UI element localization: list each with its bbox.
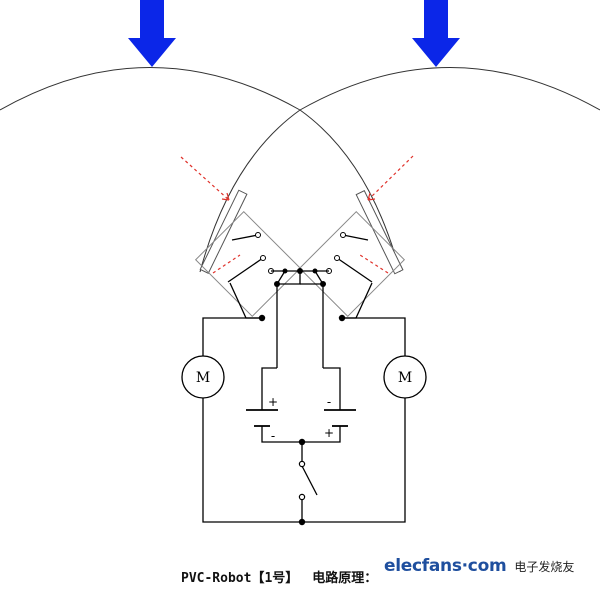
switch-contact-bottom <box>298 493 306 501</box>
main-switch <box>298 460 318 501</box>
right-sensor-ray-2 <box>359 254 389 274</box>
caption-number: 【1号】 <box>251 571 299 586</box>
light-arc-left <box>0 67 401 273</box>
watermark-site: 电子发烧友 <box>514 560 575 574</box>
wire-battery-left-top <box>261 367 277 410</box>
motor-left-label: M <box>196 370 210 386</box>
left-sensor-ray <box>180 156 230 201</box>
right-relay-frame <box>298 210 406 318</box>
left-relay-arm <box>231 234 259 241</box>
right-sensor-ray-arrow-b <box>367 192 371 201</box>
circuit-wires <box>202 270 406 523</box>
caption-title: 电路原理： <box>312 571 378 586</box>
light-field-arcs <box>0 67 600 273</box>
left-sensor-assembly <box>180 156 302 318</box>
left-relay-frame <box>194 210 302 318</box>
right-relay-arm <box>342 234 369 241</box>
wire-battery-right-top <box>323 367 341 410</box>
left-contact-1 <box>255 232 261 238</box>
watermark: elecfans·com 电子发烧友 <box>384 556 574 576</box>
junction-dots <box>258 268 346 526</box>
caption-prefix: PVC-Robot <box>181 571 252 586</box>
right-sensor-ray <box>367 155 414 201</box>
motor-right: M <box>383 355 427 399</box>
light-arrow-right <box>412 0 460 67</box>
battery-left-minus: - <box>271 429 275 443</box>
wire-left-outer-bottom <box>202 398 302 523</box>
right-photocell <box>355 190 404 275</box>
right-sensor-assembly <box>298 155 414 318</box>
wire-right-outer <box>342 317 406 356</box>
switch-lever <box>301 465 318 496</box>
watermark-brand: elecfans·com <box>384 556 507 576</box>
battery-right-minus: - <box>327 395 331 409</box>
left-relay-blade <box>227 257 264 283</box>
left-sensor-ray-arrow-a <box>221 198 230 201</box>
wire-right-outer-bottom <box>302 398 406 523</box>
light-source-arrows <box>128 0 460 67</box>
battery-left-plus: + <box>268 395 278 409</box>
switch-contact-top <box>298 460 306 468</box>
diagram-caption: PVC-Robot【1号】电路原理： <box>181 567 377 586</box>
wire-left-outer <box>202 317 262 356</box>
battery-right <box>324 409 356 427</box>
right-contact-1 <box>340 232 346 238</box>
battery-right-plus: + <box>324 426 334 440</box>
right-relay-blade <box>336 257 373 283</box>
left-contact-2 <box>260 255 266 261</box>
right-sensor-ray-arrow-a <box>367 198 376 201</box>
left-sensor-ray-arrow-b <box>226 192 230 201</box>
light-arc-right <box>199 67 600 273</box>
battery-left <box>246 409 278 427</box>
light-arrow-left <box>128 0 176 67</box>
motor-right-label: M <box>398 370 412 386</box>
motor-left: M <box>181 355 225 399</box>
wire-left-relay-down <box>229 282 262 319</box>
right-contact-2 <box>334 255 340 261</box>
left-sensor-ray-2 <box>212 254 241 274</box>
wire-right-relay-down <box>342 282 373 319</box>
